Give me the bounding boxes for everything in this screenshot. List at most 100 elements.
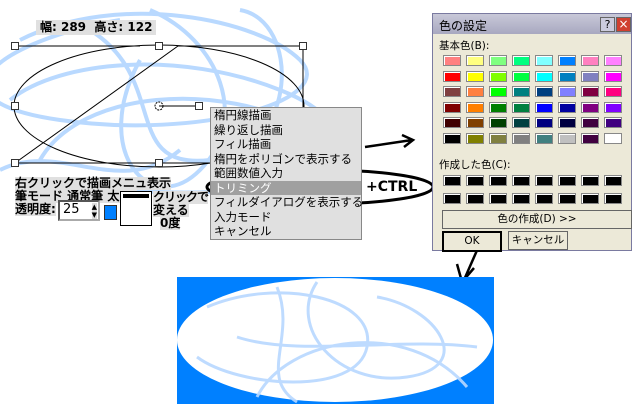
rotate-handle[interactable]	[195, 102, 203, 110]
color-swatch[interactable]	[535, 101, 553, 113]
color-swatch[interactable]	[535, 175, 553, 186]
color-swatch[interactable]	[604, 132, 622, 144]
color-swatch[interactable]	[535, 86, 553, 97]
color-swatch[interactable]	[604, 101, 622, 113]
menu-item-fill-dialog[interactable]: フィルダイアログを表示する	[214, 195, 364, 209]
color-swatch[interactable]	[489, 86, 507, 97]
color-swatch[interactable]	[535, 117, 553, 128]
menu-item-show-polygon[interactable]: 楕円をポリゴンで表示する	[214, 151, 352, 166]
ok-button[interactable]: OK	[442, 231, 502, 252]
spinner-arrows-icon[interactable]: ▲▼	[91, 203, 97, 219]
color-swatch[interactable]	[558, 101, 576, 113]
color-swatch[interactable]	[466, 101, 484, 113]
color-swatch[interactable]	[512, 175, 530, 186]
close-button[interactable]: ×	[616, 17, 631, 32]
color-swatch[interactable]	[443, 193, 461, 204]
resize-handle[interactable]	[299, 42, 307, 50]
color-swatch[interactable]	[443, 117, 461, 128]
dialog-title: 色の設定	[439, 19, 488, 33]
resize-handle[interactable]	[155, 159, 163, 167]
color-swatch[interactable]	[443, 132, 461, 144]
color-swatch[interactable]	[443, 101, 461, 113]
color-swatch[interactable]	[581, 175, 599, 186]
color-swatch[interactable]	[581, 86, 599, 97]
color-swatch[interactable]	[558, 70, 576, 82]
color-swatch[interactable]	[489, 117, 507, 128]
color-swatch[interactable]	[581, 70, 599, 82]
color-swatch[interactable]	[604, 70, 622, 82]
resize-handle[interactable]	[11, 102, 19, 110]
color-swatch[interactable]	[581, 117, 599, 128]
color-swatch[interactable]	[604, 193, 622, 204]
menu-item-cancel[interactable]: キャンセル	[214, 224, 272, 238]
menu-item-input-mode[interactable]: 入力モード	[214, 209, 272, 224]
color-swatch[interactable]	[512, 132, 530, 144]
size-readout: 幅: 289 高さ: 122	[36, 20, 157, 35]
color-swatch[interactable]	[604, 117, 622, 128]
color-swatch[interactable]	[558, 55, 576, 66]
basic-colors-label: 基本色(B):	[439, 40, 490, 52]
color-swatch[interactable]	[466, 70, 484, 82]
resize-handle[interactable]	[11, 42, 19, 50]
color-swatch[interactable]	[558, 175, 576, 186]
color-swatch[interactable]	[466, 55, 484, 66]
menu-item-fill-draw[interactable]: フィル描画	[214, 137, 272, 151]
color-swatch[interactable]	[558, 86, 576, 97]
cancel-button[interactable]: キャンセル	[508, 231, 568, 250]
color-swatch[interactable]	[512, 86, 530, 97]
help-button[interactable]: ?	[600, 17, 615, 32]
color-swatch[interactable]	[512, 70, 530, 82]
color-swatch[interactable]	[443, 175, 461, 186]
color-swatch[interactable]	[558, 117, 576, 128]
menu-item-repeat-draw[interactable]: 繰り返し描画	[214, 122, 283, 137]
menu-item-numeric-input[interactable]: 範囲数値入力	[214, 166, 283, 180]
click-hint: クリックで	[153, 190, 209, 204]
brush-info: 筆モード 通常筆 太: 6	[15, 189, 137, 203]
click-hint-2: 変える	[153, 203, 189, 217]
color-swatch[interactable]	[512, 193, 530, 204]
color-swatch[interactable]	[535, 70, 553, 82]
color-swatch[interactable]	[535, 55, 553, 66]
color-swatch[interactable]	[443, 86, 461, 97]
color-swatch[interactable]	[604, 86, 622, 97]
color-swatch[interactable]	[604, 175, 622, 186]
color-swatch[interactable]	[581, 132, 599, 144]
color-swatch[interactable]	[581, 193, 599, 204]
color-swatch[interactable]	[581, 101, 599, 113]
resize-handle[interactable]	[155, 42, 163, 50]
color-swatch[interactable]	[443, 55, 461, 66]
color-swatch[interactable]	[535, 132, 553, 144]
resize-handle[interactable]	[11, 159, 19, 167]
custom-colors-label: 作成した色(C):	[439, 159, 511, 171]
hint-text: 右クリックで描画メニュ表示	[15, 176, 172, 190]
color-swatch[interactable]	[443, 70, 461, 82]
menu-item-trimming[interactable]: トリミング	[211, 180, 361, 195]
menu-item-ellipse-line[interactable]: 楕円線描画	[214, 108, 272, 122]
color-swatch[interactable]	[489, 55, 507, 66]
color-swatch[interactable]	[489, 70, 507, 82]
brush-preview[interactable]	[120, 191, 152, 226]
color-swatch[interactable]	[558, 132, 576, 144]
angle-label: 0度	[160, 216, 181, 230]
color-swatch-button[interactable]	[104, 205, 117, 220]
color-swatch[interactable]	[558, 193, 576, 204]
color-swatch[interactable]	[489, 101, 507, 113]
color-swatch[interactable]	[512, 117, 530, 128]
color-swatch[interactable]	[466, 132, 484, 144]
opacity-spinner[interactable]: 25 ▲▼	[58, 200, 100, 221]
color-swatch[interactable]	[489, 132, 507, 144]
color-swatch[interactable]	[512, 101, 530, 113]
color-swatch[interactable]	[581, 55, 599, 66]
dialog-titlebar: 色の設定 ? ×	[433, 14, 631, 34]
define-custom-colors-button[interactable]: 色の作成(D) >>	[442, 210, 632, 229]
color-swatch[interactable]	[466, 193, 484, 204]
color-swatch[interactable]	[489, 193, 507, 204]
color-swatch[interactable]	[489, 175, 507, 186]
color-swatch[interactable]	[466, 175, 484, 186]
color-swatch[interactable]	[535, 193, 553, 204]
opacity-value[interactable]: 25	[63, 202, 80, 217]
color-swatch[interactable]	[604, 55, 622, 66]
color-swatch[interactable]	[466, 117, 484, 128]
color-swatch[interactable]	[512, 55, 530, 66]
color-swatch[interactable]	[466, 86, 484, 97]
